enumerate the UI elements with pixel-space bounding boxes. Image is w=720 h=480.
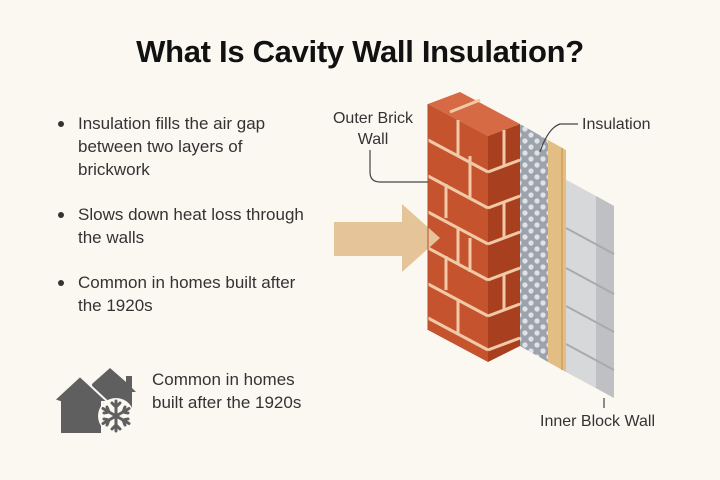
outer-brick-wall <box>427 92 521 362</box>
insulation-layer <box>520 124 548 362</box>
bullet-text: Common in homes built after the 1920s <box>78 273 296 315</box>
bullet-dot-icon <box>58 280 64 286</box>
inner-block-wall <box>548 170 615 398</box>
bullet-text: Insulation fills the air gap between two… <box>78 114 266 179</box>
bullet-list: Insulation fills the air gap between two… <box>56 112 306 339</box>
bullet-item: Common in homes built after the 1920s <box>56 271 306 317</box>
membrane-layer <box>548 140 566 372</box>
page-title: What Is Cavity Wall Insulation? <box>136 34 584 69</box>
callout: Common in homes built after the 1920s <box>54 362 314 446</box>
label-inner-block-wall: Inner Block Wall <box>540 413 655 430</box>
label-outer-brick-wall: Outer Brick Wall <box>332 110 413 148</box>
bullet-item: Slows down heat loss through the walls <box>56 203 306 249</box>
callout-text: Common in homes built after the 1920s <box>152 370 302 412</box>
bullet-text: Slows down heat loss through the walls <box>78 205 304 247</box>
outer-wall-leader <box>369 150 428 183</box>
bullet-dot-icon <box>58 212 64 218</box>
heat-arrow-icon <box>334 204 440 272</box>
label-insulation: Insulation <box>582 116 651 133</box>
bullet-dot-icon <box>58 121 64 127</box>
insulation-leader <box>539 123 578 153</box>
bullet-item: Insulation fills the air gap between two… <box>56 112 306 181</box>
house-snowflake-icon <box>54 368 136 435</box>
